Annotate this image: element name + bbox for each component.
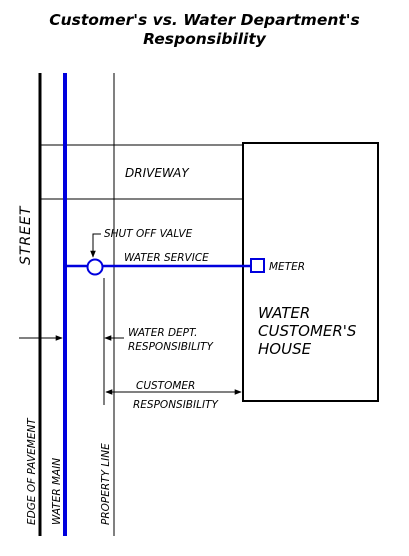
property-line-label: PROPERTY LINE: [100, 443, 112, 525]
water-dept-label-line-1: WATER DEPT.: [128, 327, 198, 339]
title-line-1: Customer's vs. Water Department's: [49, 11, 360, 29]
street-label: STREET: [18, 205, 34, 265]
driveway-label: DRIVEWAY: [125, 166, 190, 180]
house-label-line-2: CUSTOMER'S: [258, 322, 357, 340]
title-line-2: Responsibility: [143, 30, 266, 48]
meter-label: METER: [269, 261, 305, 273]
customer-label-line-2: RESPONSIBILITY: [133, 399, 219, 411]
water-dept-label-line-2: RESPONSIBILITY: [128, 341, 214, 353]
water-main-label: WATER MAIN: [51, 458, 63, 525]
shut-off-valve-icon: [86, 258, 104, 276]
house-label-line-1: WATER: [258, 304, 310, 322]
water-service-label: WATER SERVICE: [124, 252, 209, 264]
edge-of-pavement-label: EDGE OF PAVEMENT: [26, 417, 38, 525]
meter-icon: [250, 258, 265, 273]
house-box: [242, 142, 379, 402]
shut-off-valve-pointer: [90, 233, 101, 258]
customer-label-line-1: CUSTOMER: [136, 380, 195, 392]
house-label-line-3: HOUSE: [258, 340, 312, 358]
shut-off-valve-label: SHUT OFF VALVE: [104, 228, 193, 240]
